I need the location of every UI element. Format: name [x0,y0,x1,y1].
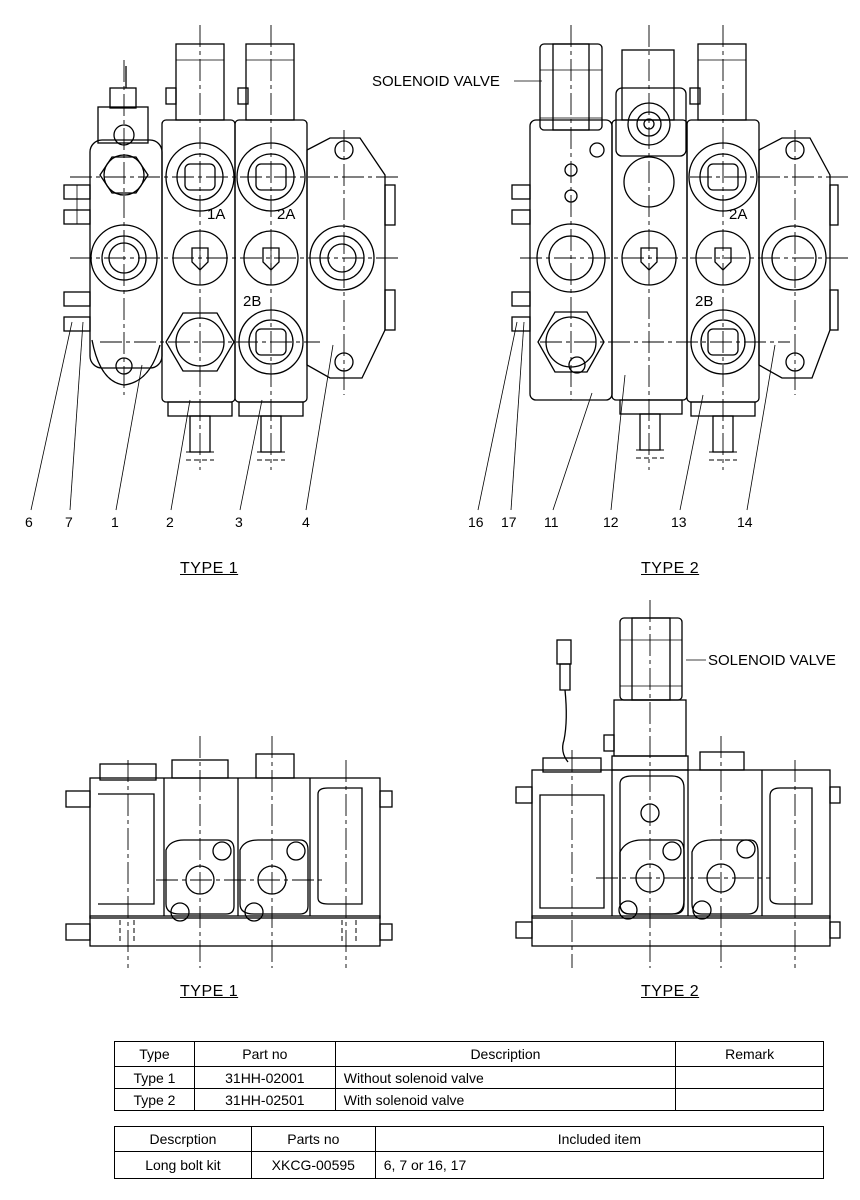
table-row: Long bolt kit XKCG-00595 6, 7 or 16, 17 [114,1151,825,1179]
callout-1: 1 [111,514,119,530]
type2-top-view: SOLENOID VALVE 2A 2B 16 17 11 12 13 14 [372,25,848,530]
cell-remark [675,1088,824,1111]
caption-type2-top: TYPE 2 [641,560,700,577]
solenoid-valve-label-side: SOLENOID VALVE [708,652,836,669]
cell-description: Without solenoid valve [334,1066,677,1089]
port-label-1a: 1A [207,206,225,223]
callout-13: 13 [671,514,687,530]
port-label-2b: 2B [243,293,261,310]
cell-type: Type 1 [114,1066,195,1089]
header-parts-no: Parts no [250,1126,376,1152]
caption-type2-side: TYPE 2 [641,983,700,1000]
cell-part-no: 31HH-02501 [193,1088,336,1111]
cell-description: With solenoid valve [334,1088,677,1111]
port-label-2b-t2: 2B [695,293,713,310]
kit-table: Descrption Parts no Included item Long b… [114,1126,825,1179]
callout-16: 16 [468,514,484,530]
type1-top-view: 1A 2A 2B 6 7 1 2 3 4 [25,25,400,530]
kit-table-header: Descrption Parts no Included item [114,1126,825,1152]
cell-kit-parts-no: XKCG-00595 [250,1151,376,1179]
callout-3: 3 [235,514,243,530]
callout-11: 11 [544,514,559,530]
header-descrption: Descrption [114,1126,252,1152]
callout-6: 6 [25,514,33,530]
cell-type: Type 2 [114,1088,195,1111]
header-part-no: Part no [193,1041,336,1067]
cell-kit-description: Long bolt kit [114,1151,252,1179]
cell-remark [675,1066,824,1089]
header-remark: Remark [675,1041,824,1067]
solenoid-valve-label-top: SOLENOID VALVE [372,73,500,90]
callout-2: 2 [166,514,174,530]
port-label-2a: 2A [277,206,295,223]
callout-17: 17 [501,514,517,530]
port-label-2a-t2: 2A [729,206,747,223]
table-row: Type 1 31HH-02001 Without solenoid valve [114,1066,824,1089]
caption-type1-top: TYPE 1 [180,560,239,577]
cell-kit-included-item: 6, 7 or 16, 17 [374,1151,825,1179]
parts-table: Type Part no Description Remark Type 1 3… [114,1041,824,1111]
type1-side-view [65,736,393,968]
cell-part-no: 31HH-02001 [193,1066,336,1089]
header-description: Description [334,1041,677,1067]
header-included-item: Included item [374,1126,825,1152]
parts-table-header: Type Part no Description Remark [114,1041,824,1067]
callout-14: 14 [737,514,753,530]
header-type: Type [114,1041,195,1067]
table-row: Type 2 31HH-02501 With solenoid valve [114,1088,824,1111]
callout-4: 4 [302,514,310,530]
caption-type1-side: TYPE 1 [180,983,239,1000]
callout-7: 7 [65,514,73,530]
type2-side-view: SOLENOID VALVE [515,600,841,968]
callout-12: 12 [603,514,619,530]
